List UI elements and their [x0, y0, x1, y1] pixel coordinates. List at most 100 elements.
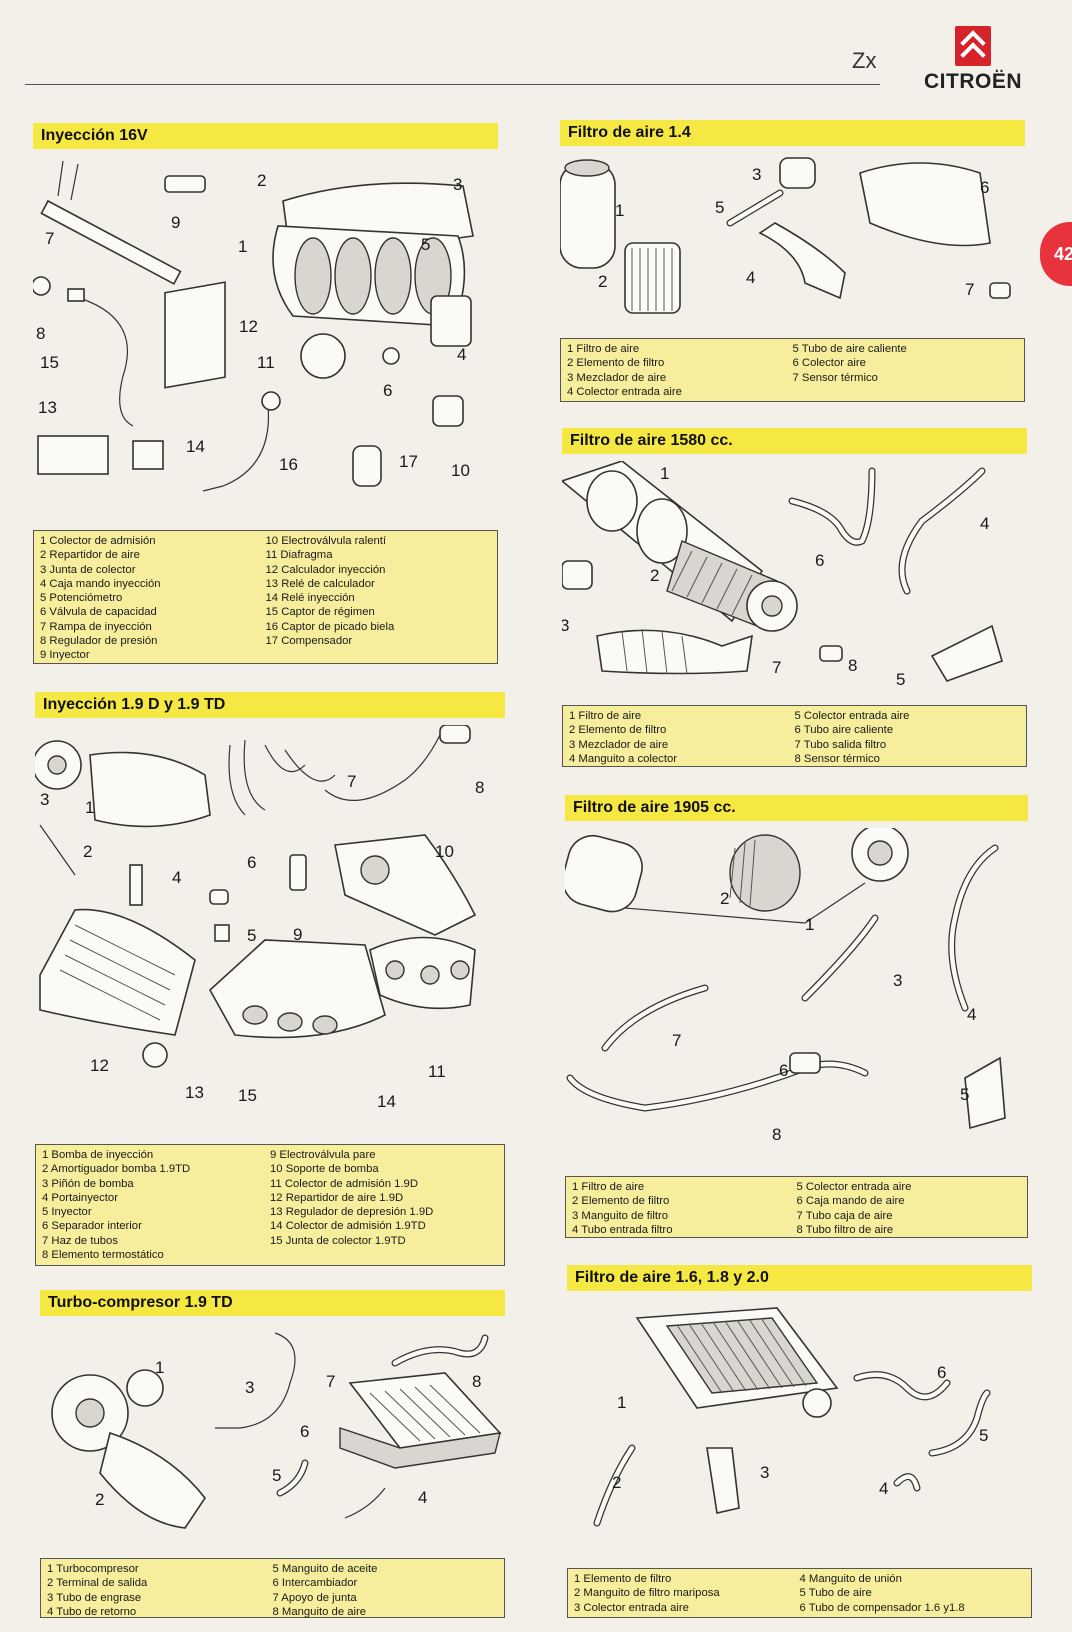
- legend-item: 10 Soporte de bomba: [270, 1163, 379, 1176]
- legend-item: 17 Compensador: [265, 635, 353, 648]
- callout-4: 4: [172, 868, 181, 887]
- ecu-drawing: [164, 281, 226, 389]
- callout-2: 2: [612, 1473, 621, 1492]
- callout-8: 8: [848, 656, 857, 675]
- callout-numbers: 1 2 3 4 5 6 7 8 9 10 11 12 13 14 15 16 1…: [36, 171, 470, 480]
- filter-hose-drawing: [801, 844, 999, 1012]
- callout-7: 7: [672, 1031, 681, 1050]
- callout-1: 1: [615, 201, 624, 220]
- callout-numbers: 1 2 3 4 5 6 7 8: [95, 1358, 481, 1509]
- callout-4: 4: [418, 1488, 427, 1507]
- callout-11: 11: [428, 1062, 446, 1081]
- callout-4: 4: [879, 1479, 888, 1498]
- legend-item: 15 Junta de colector 1.9TD: [270, 1234, 406, 1247]
- legend-item: 15 Captor de régimen: [265, 606, 375, 619]
- intake-manifold-drawing: [142, 936, 476, 1068]
- legend-column-right: 5 Colector entrada aire 6 Caja mando de …: [796, 1180, 1022, 1236]
- callout-13: 13: [38, 398, 57, 417]
- callout-6: 6: [937, 1363, 946, 1382]
- legend-item: 13 Regulador de depresión 1.9D: [270, 1206, 434, 1219]
- bracket-drawing: [334, 834, 477, 936]
- callout-10: 10: [435, 842, 454, 861]
- legend-item: 6 Tubo aire caliente: [794, 724, 894, 737]
- section-filtro-16-18-20: Filtro de aire 1.6, 1.8 y 2.0: [567, 1265, 1032, 1620]
- legend-inyeccion-19d: 1 Bomba de inyección 2 Amortiguador bomb…: [35, 1144, 505, 1266]
- callout-1: 1: [85, 798, 94, 817]
- callout-8: 8: [772, 1125, 781, 1144]
- diagram-inyeccion-19d: 1 2 3 4 5 6 7 8 9 10 11 12 13 14 15: [35, 725, 505, 1135]
- legend-item: 3 Mezclador de aire: [567, 371, 667, 384]
- callout-5: 5: [960, 1085, 969, 1104]
- callout-11: 11: [257, 353, 275, 372]
- pump-drawing: [35, 740, 307, 942]
- air-collector-drawing: [859, 162, 1011, 299]
- legend-column-left: 1 Colector de admisión 2 Repartidor de a…: [40, 534, 266, 661]
- legend-item: 4 Manguito a colector: [569, 752, 678, 765]
- callout-5: 5: [247, 926, 256, 945]
- legend-filtro-14: 1 Filtro de aire 2 Elemento de filtro 3 …: [560, 338, 1025, 402]
- filter-housing-drawing: [562, 461, 798, 632]
- callout-14: 14: [186, 437, 205, 456]
- legend-item: 6 Caja mando de aire: [796, 1195, 905, 1208]
- hoses-drawing: [726, 157, 846, 300]
- intercooler-drawing: [339, 1372, 502, 1469]
- diagram-filtro-1905: 1 2 3 4 5 6 7 8: [565, 828, 1028, 1168]
- brand-name: CITROËN: [924, 70, 1022, 93]
- callout-3: 3: [245, 1378, 254, 1397]
- legend-item: 4 Tubo de retorno: [47, 1605, 137, 1618]
- section-filtro-14: Filtro de aire 1.4 1 2 3: [560, 120, 1025, 405]
- air-box-tube-drawing: [566, 984, 1006, 1130]
- legend-item: 5 Inyector: [42, 1206, 92, 1219]
- callout-7: 7: [965, 280, 974, 299]
- callout-numbers: 1 2 3 4 5 6 7 8: [672, 889, 976, 1144]
- legend-item: 13 Relé de calculador: [265, 577, 375, 590]
- callout-5: 5: [979, 1426, 988, 1445]
- air-distributor-drawing: [39, 908, 196, 1036]
- callout-6: 6: [383, 381, 392, 400]
- callout-2: 2: [95, 1490, 104, 1509]
- legend-item: 2 Elemento de filtro: [567, 357, 665, 370]
- section-title: Turbo-compresor 1.9 TD: [40, 1290, 505, 1316]
- legend-item: 3 Junta de colector: [40, 563, 136, 576]
- legend-item: 8 Sensor térmico: [794, 752, 880, 765]
- injector-drawing: [164, 175, 206, 193]
- air-filter-drawing: [560, 159, 681, 314]
- callout-4: 4: [746, 268, 755, 287]
- legend-item: 7 Tubo salida filtro: [794, 738, 887, 751]
- callout-1: 1: [660, 464, 669, 483]
- callout-3: 3: [40, 790, 49, 809]
- callout-5: 5: [272, 1466, 281, 1485]
- callout-4: 4: [457, 345, 466, 364]
- compensator-tube-drawing: [853, 1371, 991, 1492]
- legend-column-left: 1 Bomba de inyección 2 Amortiguador bomb…: [42, 1148, 270, 1262]
- legend-item: 4 Colector entrada aire: [567, 385, 682, 398]
- diagram-turbo: 1 2 3 4 5 6 7 8: [40, 1323, 505, 1553]
- legend-column-left: 1 Turbocompresor 2 Terminal de salida 3 …: [47, 1562, 273, 1618]
- callout-3: 3: [453, 175, 462, 194]
- legend-column-right: 5 Colector entrada aire 6 Tubo aire cali…: [794, 709, 1021, 765]
- pipes-drawing: [228, 725, 471, 816]
- legend-item: 7 Haz de tubos: [42, 1234, 118, 1247]
- callout-17: 17: [399, 452, 418, 471]
- hot-air-tube-drawing: [788, 467, 876, 546]
- legend-turbo: 1 Turbocompresor 2 Terminal de salida 3 …: [40, 1558, 505, 1618]
- callout-5: 5: [421, 235, 430, 254]
- callout-6: 6: [815, 551, 824, 570]
- legend-item: 2 Repartidor de aire: [40, 549, 140, 562]
- callout-15: 15: [40, 353, 59, 372]
- legend-item: 12 Calculador inyección: [265, 563, 386, 576]
- callout-7: 7: [347, 772, 356, 791]
- legend-item: 1 Colector de admisión: [40, 535, 156, 547]
- legend-item: 6 Tubo de compensador 1.6 y1.8: [799, 1601, 965, 1614]
- air-hose-drawing: [391, 1334, 489, 1367]
- page-number-tab: 42: [1040, 222, 1072, 286]
- legend-item: 8 Regulador de presión: [40, 635, 158, 648]
- callout-15: 15: [238, 1086, 257, 1105]
- callout-2: 2: [650, 566, 659, 585]
- header-rule: [25, 84, 880, 85]
- legend-item: 3 Manguito de filtro: [572, 1209, 669, 1222]
- callout-5: 5: [896, 670, 905, 689]
- legend-item: 3 Tubo de engrase: [47, 1591, 142, 1604]
- callout-6: 6: [300, 1422, 309, 1441]
- callout-7: 7: [326, 1372, 335, 1391]
